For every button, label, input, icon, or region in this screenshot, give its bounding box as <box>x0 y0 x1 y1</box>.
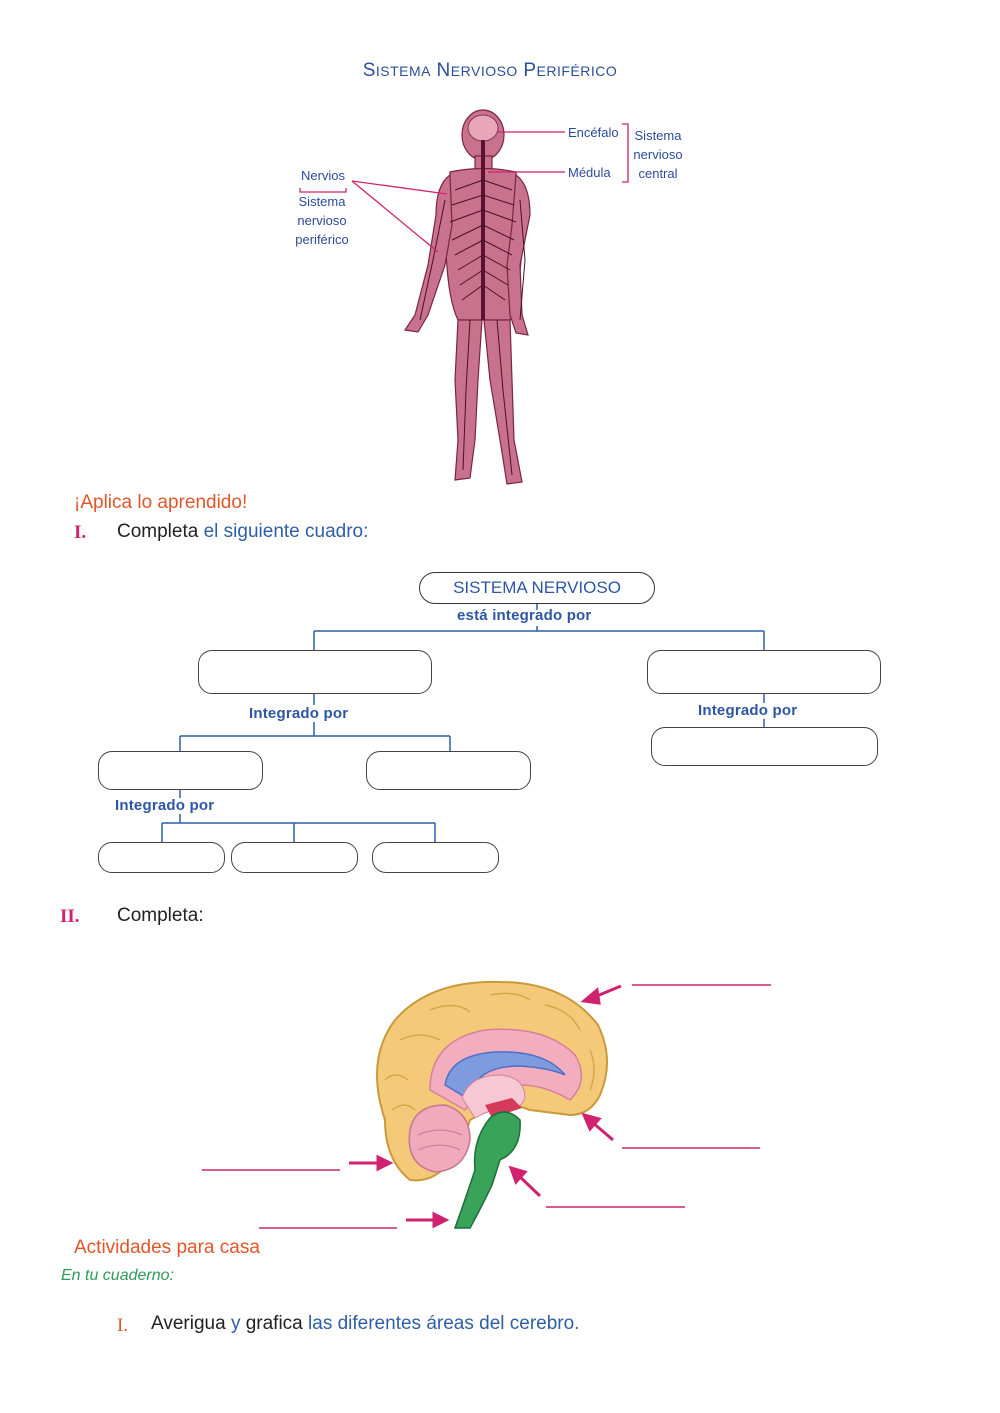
label-nervios: Nervios <box>300 168 346 183</box>
root-box: SISTEMA NERVIOSO <box>419 572 655 604</box>
connector-right: Integrado por <box>698 702 798 719</box>
section-2-number: II. <box>60 906 80 927</box>
connector-left: Integrado por <box>249 705 349 722</box>
section-2-instruction: Completa: <box>117 905 204 926</box>
home-subtitle: En tu cuaderno: <box>61 1267 174 1284</box>
connector-root: está integrado por <box>457 607 592 624</box>
task-number: I. <box>117 1315 129 1336</box>
label-peripheral-system: Sistema nervioso periférico <box>295 194 349 247</box>
section-1-number: I. <box>74 522 87 543</box>
answer-box-5[interactable] <box>651 727 878 766</box>
home-activities-heading: Actividades para casa <box>74 1237 260 1258</box>
answer-box-3[interactable] <box>98 751 263 790</box>
answer-box-1[interactable] <box>198 650 432 694</box>
brain-illustration <box>376 980 609 1229</box>
task-text: Averigua y grafica las diferentes áreas … <box>151 1313 580 1334</box>
answer-box-6[interactable] <box>98 842 225 873</box>
root-label: SISTEMA NERVIOSO <box>453 578 621 597</box>
apply-heading: ¡Aplica lo aprendido! <box>74 492 248 513</box>
answer-box-4[interactable] <box>366 751 531 790</box>
label-central-system: Sistema nervioso central <box>633 128 683 181</box>
connector-bottom: Integrado por <box>115 797 215 814</box>
answer-box-8[interactable] <box>372 842 499 873</box>
answer-box-2[interactable] <box>647 650 881 694</box>
answer-box-7[interactable] <box>231 842 358 873</box>
label-encefalo: Encéfalo <box>568 125 619 140</box>
section-1-instruction: Completa el siguiente cuadro: <box>117 521 369 542</box>
page-title: SISTEMA NERVIOSO PERIFÉRICO <box>362 60 618 81</box>
label-medula: Médula <box>568 165 611 180</box>
